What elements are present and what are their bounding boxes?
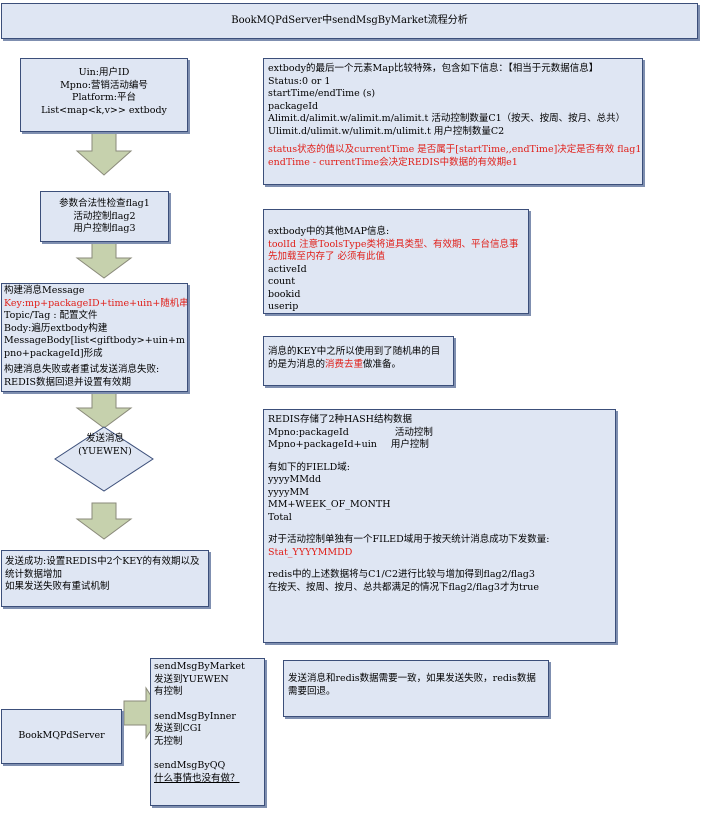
message-key: Key:mp+packageID+time+uin+随机串 (4, 297, 188, 309)
message-body-form: MessageBody[list<giftbody>+uin+mpno+pack… (4, 335, 185, 359)
send-success-box: 发送成功:设置REDIS中2个KEY的有效期以及统计数据增加 如果发送失败有重试… (1, 550, 209, 607)
server-label: BookMQPdServer (18, 730, 105, 742)
spacer (268, 452, 611, 462)
random-key-note: 消息的KEY中之所以使用到了随机串的目的是为消息的消费去重做准备。 (263, 336, 454, 386)
tool-id-note: toolId 注意ToolsType类将道具类型、有效期、平台信息事先加载至内存… (268, 238, 519, 263)
random-key-text-b: 做准备。 (363, 358, 402, 370)
param-platform: Platform:平台 (72, 92, 136, 103)
param-mpno: Mpno:营销活动编号 (60, 79, 148, 91)
field-total: Total (268, 511, 292, 523)
param-extbody: List<map<k,v>> extbody (41, 104, 167, 116)
param-uin: Uin:用户ID (78, 67, 130, 78)
method-market: sendMsgByMarket (154, 661, 245, 672)
build-title: 构建消息Message (4, 285, 85, 296)
diagram-title: BookMQPdServer中sendMsgByMarket流程分析 (1, 3, 698, 39)
field-day: yyyyMMdd (268, 474, 322, 485)
meta-expire-rule: endTime - currentTime会决定REDIS中数据的有效期e1 (268, 156, 518, 168)
message-body: Body:遍历extbody构建 (4, 322, 108, 334)
redis-hash-1: Mpno:packageId 活动控制 (268, 427, 611, 440)
random-key-text-a: 消息的KEY中之所以使用到了随机串的目的是为消息的 (268, 346, 441, 370)
arrow-down-2 (75, 241, 133, 279)
meta-intro: extbody的最后一个元素Map比较特殊，包含如下信息：【相当于元数据信息】 (268, 63, 599, 74)
extbody-meta-note: extbody的最后一个元素Map比较特殊，包含如下信息：【相当于元数据信息】 … (263, 58, 643, 185)
hash1-key: Mpno:packageId (268, 426, 349, 438)
stat-intro: 对于活动控制单独有一个FILED域用于按天统计消息成功下发数量: (268, 534, 550, 545)
spacer (154, 699, 261, 711)
decision-subtext: (YUEWEN) (78, 445, 132, 457)
meta-time: startTime/endTime (s) (268, 88, 376, 99)
field-activeid: activeId (268, 263, 307, 275)
meta-package: packageId (268, 100, 319, 112)
spacer (154, 748, 261, 760)
methods-box: sendMsgByMarket 发送到YUEWEN 有控制 sendMsgByI… (150, 658, 265, 806)
method-qq: sendMsgByQQ (154, 760, 226, 771)
hash2-key: Mpno+packageId+uin (268, 439, 377, 450)
message-topic: Topic/Tag : 配置文件 (4, 310, 98, 321)
decision-label: 发送消息 (YUEWEN) (60, 433, 150, 458)
redis-intro: REDIS存储了2种HASH结构数据 (268, 414, 412, 425)
fail-note: 构建消息失败或者重试发送消息失败: (4, 364, 160, 375)
spacer (268, 559, 611, 569)
retry-text: 如果发送失败有重试机制 (5, 581, 110, 592)
flag-true-text: 在按天、按周、按月、总共都满足的情况下flag2/flag3才为true (268, 581, 540, 593)
spacer (268, 524, 611, 534)
arrow-down-1 (75, 131, 133, 176)
consistency-note: 发送消息和redis数据需要一致，如果发送失败，redis数据需要回退。 (283, 660, 549, 717)
compare-text: redis中的上述数据将与C1/C2进行比较与增加得到flag2/flag3 (268, 569, 535, 580)
build-message-box: 构建消息Message Key:mp+packageID+time+uin+随机… (1, 283, 188, 392)
field-intro: 有如下的FIELD域: (268, 461, 350, 473)
meta-status-rule: status状态的值以及currentTime 是否属于[startTime,,… (268, 144, 642, 155)
dedup-highlight: 消费去重 (325, 358, 364, 370)
flag3-text: 用户控制flag3 (73, 223, 136, 234)
redis-hash-2: Mpno+packageId+uin 用户控制 (268, 439, 611, 452)
method-market-target: 发送到YUEWEN (154, 673, 229, 685)
meta-status: Status:0 or 1 (268, 75, 331, 87)
field-count: count (268, 276, 296, 287)
field-week: MM+WEEK_OF_MONTH (268, 499, 391, 510)
redis-rollback: REDIS数据回退并设置有效期 (4, 376, 131, 388)
input-params-box: Uin:用户ID Mpno:营销活动编号 Platform:平台 List<ma… (20, 58, 188, 132)
method-qq-note: 什么事情也没有做？ (154, 772, 240, 784)
arrow-down-3 (75, 391, 133, 429)
random-key-text: 消息的KEY中之所以使用到了随机串的目的是为消息的消费去重做准备。 (268, 346, 449, 371)
redis-structure-note: REDIS存储了2种HASH结构数据 Mpno:packageId 活动控制 Mp… (263, 409, 616, 643)
field-month: yyyyMM (268, 486, 309, 498)
page-title: BookMQPdServer中sendMsgByMarket流程分析 (231, 14, 468, 26)
server-box: BookMQPdServer (1, 709, 122, 764)
stat-field: Stat_YYYYMMDD (268, 546, 353, 558)
flag1-text: 参数合法性检查flag1 (59, 198, 150, 209)
meta-ulimit: Ulimit.d/ulimit.w/ulimit.m/ulimit.t 用户控制… (268, 125, 505, 137)
decision-diamond (54, 426, 154, 492)
consistency-text: 发送消息和redis数据需要一致，如果发送失败，redis数据需要回退。 (288, 673, 536, 697)
decision-text: 发送消息 (85, 433, 124, 444)
field-userip: userip (268, 301, 299, 312)
arrow-down-4 (75, 502, 133, 540)
hash1-desc: 活动控制 (394, 426, 433, 438)
field-bookid: bookid (268, 288, 301, 300)
flag2-text: 活动控制flag2 (73, 210, 136, 222)
method-market-control: 有控制 (154, 686, 183, 697)
check-flags-box: 参数合法性检查flag1 活动控制flag2 用户控制flag3 (40, 191, 169, 242)
other-intro: extbody中的其他MAP信息: (268, 226, 390, 237)
method-inner-target: 发送到CGI (154, 723, 202, 734)
method-inner-control: 无控制 (154, 735, 183, 747)
meta-alimit: Alimit.d/alimit.w/alimit.m/alimit.t 活动控制… (268, 113, 626, 124)
extbody-other-note: extbody中的其他MAP信息: toolId 注意ToolsType类将道具… (263, 209, 529, 314)
hash2-desc: 用户控制 (390, 439, 429, 450)
method-inner: sendMsgByInner (154, 710, 236, 722)
success-text: 发送成功:设置REDIS中2个KEY的有效期以及统计数据增加 (5, 556, 200, 580)
